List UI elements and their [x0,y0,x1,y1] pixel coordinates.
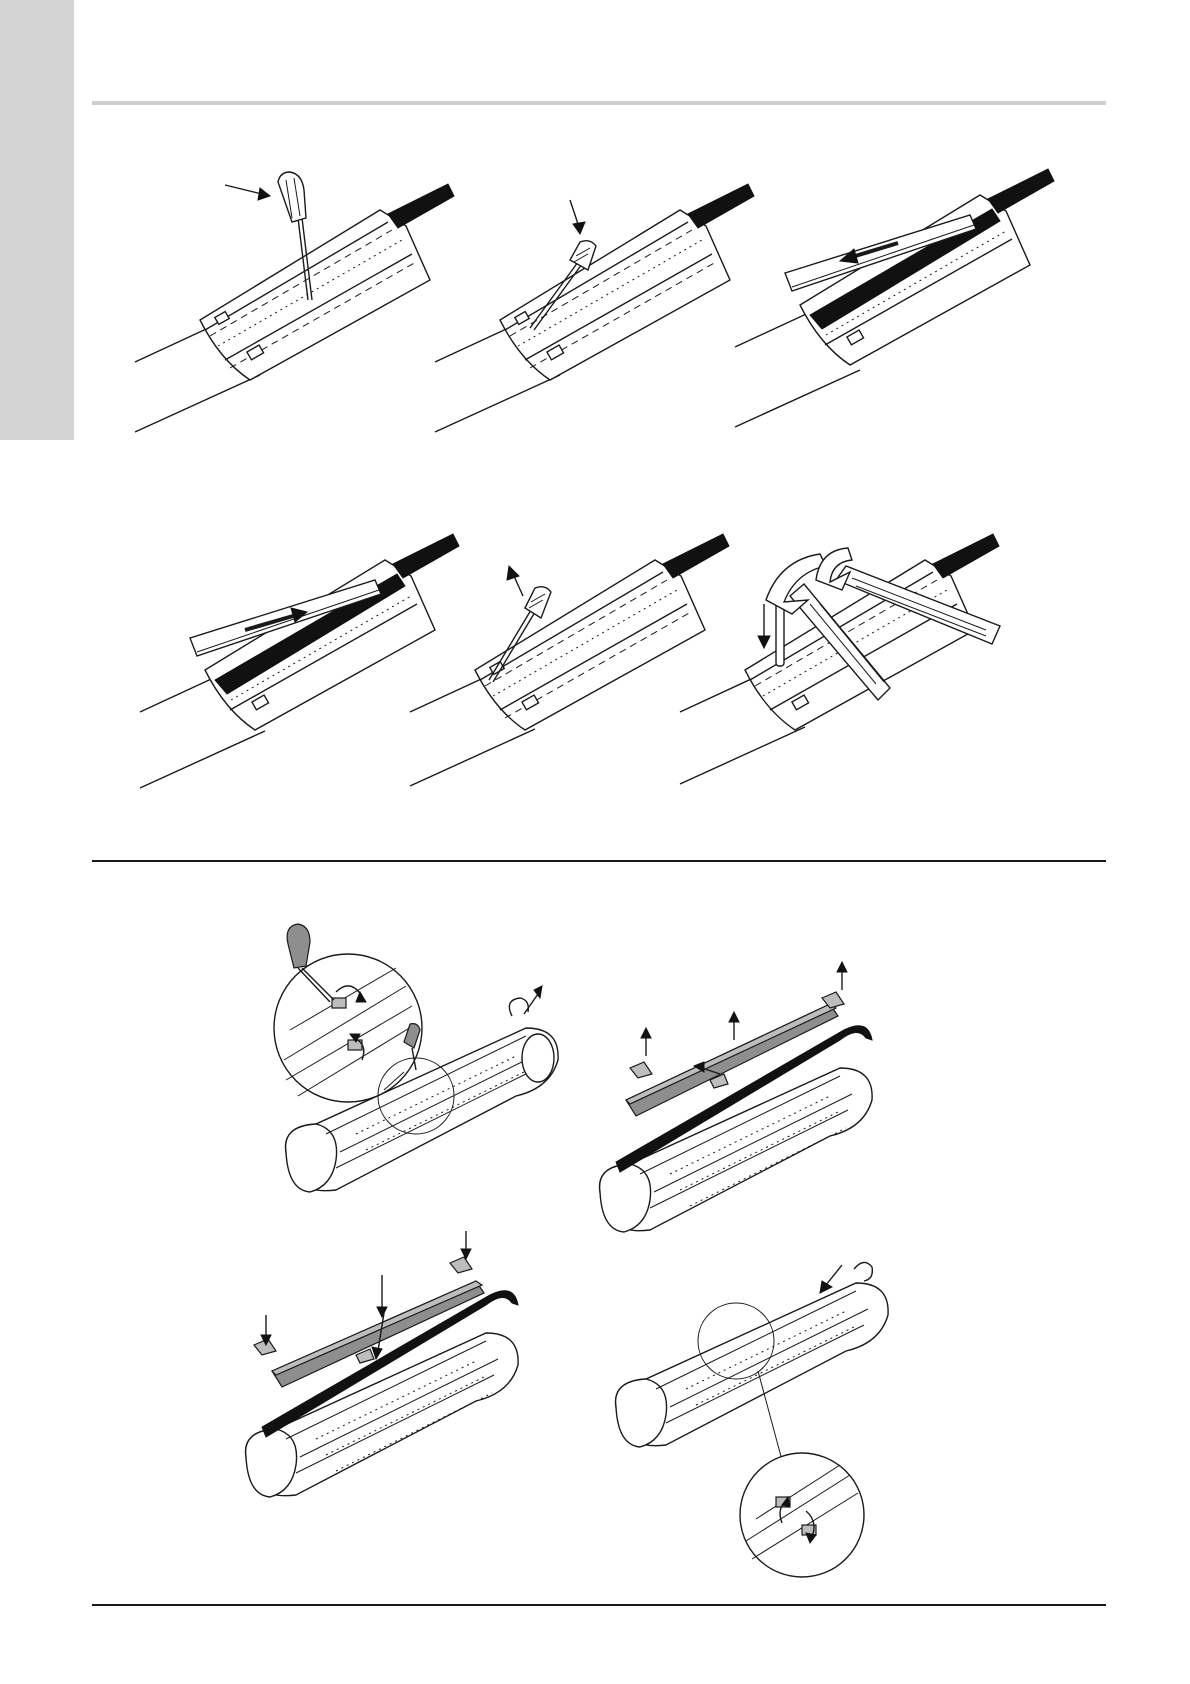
pump-unit [616,1283,889,1475]
step-1-illustration [130,170,470,440]
cable [933,534,999,578]
arrow-icon [570,200,585,234]
chapter-side-tab [0,0,74,440]
footer-rule [92,1604,1106,1606]
step-b-illustration [590,970,910,1250]
rotate-arrow-icon [509,986,542,1016]
step-a-illustration [276,920,576,1220]
pump-body [410,560,705,786]
guard-clip [630,992,844,1088]
pump-body [135,210,430,432]
detail-circle-icon [740,1453,864,1577]
step-2-illustration [430,200,770,440]
arrow-icon [225,185,270,200]
pump-body [680,560,975,784]
step-c-illustration [236,1255,556,1515]
arrow-icon [758,604,770,648]
pump-body [140,560,435,788]
section-divider [92,860,1106,862]
step-6-illustration [680,560,1080,800]
arrow-icon [507,566,523,596]
step-3-illustration [730,195,1070,435]
pump-unit [246,1291,519,1497]
pump-body [735,195,1030,427]
cable [988,169,1054,213]
header-rule [92,101,1106,105]
step-d-illustration [606,1275,906,1575]
